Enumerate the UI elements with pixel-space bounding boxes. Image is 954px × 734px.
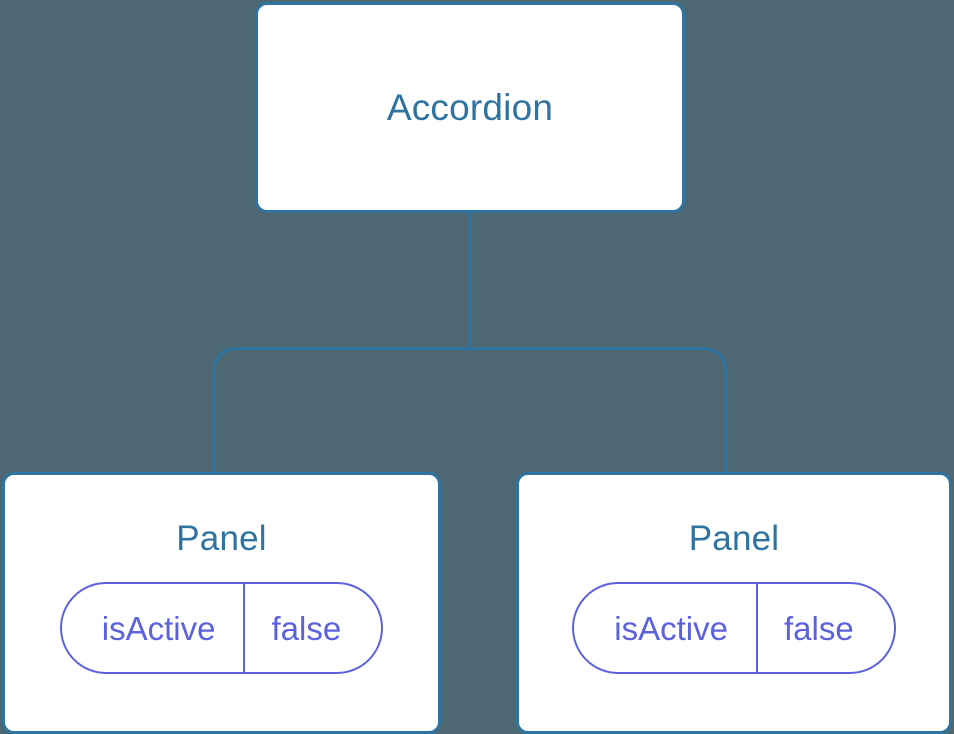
- node-accordion-title: Accordion: [386, 87, 554, 128]
- edge-accordion-to-panel-1: [470, 347, 728, 474]
- node-panel-1-state-pill[interactable]: isActive false: [572, 582, 896, 674]
- node-panel-1-title: Panel: [688, 519, 780, 558]
- edge-accordion-to-panel-0: [212, 347, 470, 474]
- node-panel-0-state-pill[interactable]: isActive false: [59, 582, 384, 674]
- node-panel-0-state-value: false: [243, 584, 381, 672]
- node-panel-0[interactable]: Panel isActive false: [2, 472, 441, 734]
- node-panel-0-state-key: isActive: [101, 609, 216, 647]
- node-panel-1-state-key: isActive: [614, 609, 728, 647]
- node-panel-1-state-value: false: [755, 584, 894, 672]
- node-panel-1[interactable]: Panel isActive false: [516, 472, 952, 734]
- node-panel-0-title: Panel: [176, 519, 267, 558]
- node-accordion[interactable]: Accordion: [255, 2, 685, 213]
